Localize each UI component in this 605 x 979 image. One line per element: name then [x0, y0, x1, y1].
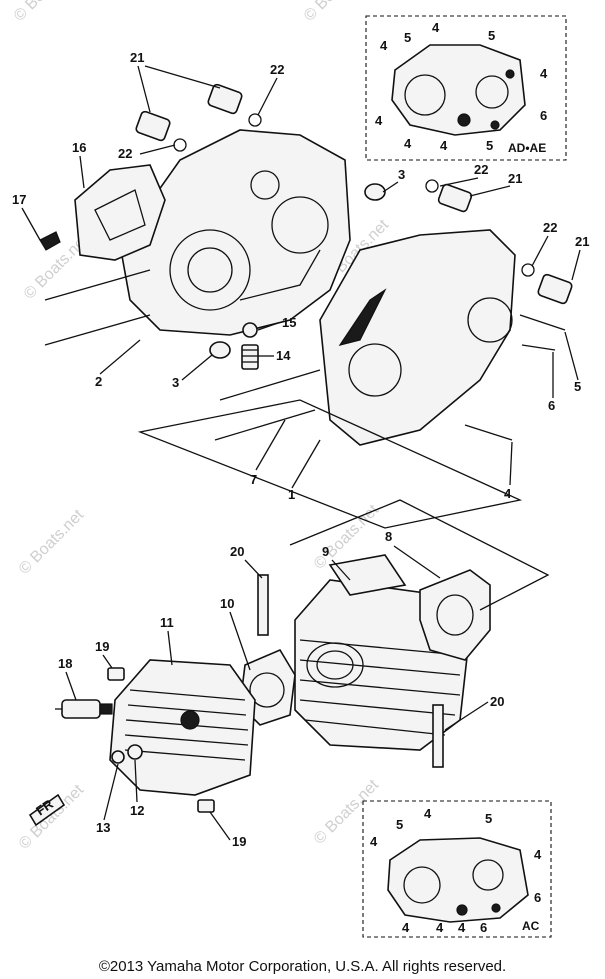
strip-20-bottom	[432, 704, 444, 768]
inset-ac-label: AC	[522, 919, 540, 933]
inset-ad-ae-bore-right	[475, 75, 509, 109]
part-callout-number: 22	[118, 146, 132, 161]
part-callout-number: 4	[404, 136, 412, 151]
watermark-text: © Boats.net	[16, 781, 88, 853]
part-callout-number: 4	[458, 920, 466, 935]
part-callout-number: 4	[380, 38, 388, 53]
part-callout-number: 4	[402, 920, 410, 935]
inset-ad-ae-crankcase	[391, 44, 526, 136]
part-callout-number: 6	[534, 890, 541, 905]
exploded-parts-diagram: © Boats.net © Boats.net © Boats.net © Bo…	[11, 0, 589, 938]
inset-ad-ae-frame	[365, 15, 567, 161]
part-callout-number: 4	[432, 20, 440, 35]
part-callout-number: 4	[424, 806, 432, 821]
part-callout-number: 20	[490, 694, 504, 709]
part-callout-number: 4	[534, 847, 542, 862]
watermark-text: © Boats.net	[11, 0, 83, 25]
part-callout-number: 21	[575, 234, 589, 249]
part-callout-number: 19	[232, 834, 246, 849]
nut-13	[111, 750, 125, 764]
bolts-right	[464, 314, 566, 441]
gasket-8	[419, 569, 491, 661]
plug-3-bottom	[209, 341, 231, 359]
bushings-top-left	[135, 83, 262, 152]
strip-20-top	[257, 574, 269, 636]
part-callout-number: 5	[404, 30, 411, 45]
spring-14	[241, 344, 259, 370]
part-callout-number: 2	[95, 374, 102, 389]
part-callout-number: 4	[440, 138, 448, 153]
inset-ac: 4 5 4 5 4 6 4 4 4 6 AC	[362, 800, 552, 938]
part-callout-number: 17	[12, 192, 26, 207]
part-callout-number: 4	[370, 834, 378, 849]
part-callout-number: 8	[385, 529, 392, 544]
washer-12	[127, 744, 143, 760]
spark-plug	[55, 699, 113, 719]
part-callout-number: 21	[130, 50, 144, 65]
part-callout-number: 13	[96, 820, 110, 835]
part-callout-number: 4	[375, 113, 383, 128]
cap-19-bottom	[197, 799, 215, 813]
part-callout-number: 5	[488, 28, 495, 43]
part-callout-number: 4	[436, 920, 444, 935]
crankcase-left-half	[119, 129, 351, 336]
part-callout-number: 5	[574, 379, 581, 394]
crankcase-right-half	[319, 229, 516, 446]
cover-plate	[74, 164, 166, 261]
front-arrow-marker: FR	[28, 793, 66, 827]
inset-ad-ae-label: AD•AE	[508, 141, 546, 155]
part-callout-number: 20	[230, 544, 244, 559]
part-callout-number: 4	[504, 486, 512, 501]
inset-ad-ae: 4 5 4 5 4 6 4 4 5 4 AD•AE	[365, 15, 567, 161]
cap-19-top	[107, 667, 125, 681]
part-callout-number: 22	[270, 62, 284, 77]
part-callout-number: 3	[172, 375, 179, 390]
copyright-notice: ©2013 Yamaha Motor Corporation, U.S.A. A…	[98, 958, 507, 975]
part-callout-number: 22	[543, 220, 557, 235]
part-callout-number: 4	[540, 66, 548, 81]
studs-left	[44, 269, 151, 346]
part-callout-number: 7	[250, 472, 257, 487]
watermark-text: © Boats.net	[301, 0, 373, 25]
part-callout-number: 1	[288, 487, 295, 502]
part-callout-number: 16	[72, 140, 86, 155]
leader-lines-lower	[65, 545, 489, 841]
inset-ad-ae-bore-left	[404, 74, 446, 116]
leader-lines-upper	[21, 65, 581, 489]
part-callout-number: 5	[485, 811, 492, 826]
cylinder-head	[109, 659, 256, 796]
part-callout-number: 19	[95, 639, 109, 654]
part-callout-number: 10	[220, 596, 234, 611]
part-callout-number: 12	[130, 803, 144, 818]
watermark-text: © Boats.net	[16, 506, 88, 578]
plug-3-top	[364, 183, 386, 201]
studs-front	[214, 369, 321, 441]
part-callout-number: 14	[276, 348, 291, 363]
part-callout-number: 5	[396, 817, 403, 832]
part-callout-number: 5	[486, 138, 493, 153]
assembly-bracket	[137, 399, 523, 529]
washer-15	[242, 322, 258, 338]
part-callout-number: 6	[548, 398, 555, 413]
part-callout-number: 3	[398, 167, 405, 182]
bushings-right	[425, 179, 573, 305]
screw-17	[39, 231, 61, 251]
part-callout-number: 21	[508, 171, 522, 186]
part-callout-number: 11	[160, 615, 174, 630]
part-callout-number: 9	[322, 544, 329, 559]
inset-ac-frame	[362, 800, 552, 938]
part-callout-number: 18	[58, 656, 72, 671]
part-callout-number: 6	[540, 108, 547, 123]
cylinder-bracket	[289, 499, 550, 611]
part-callout-number: 22	[474, 162, 488, 177]
part-callout-number: 15	[282, 315, 296, 330]
part-callout-number: 6	[480, 920, 487, 935]
